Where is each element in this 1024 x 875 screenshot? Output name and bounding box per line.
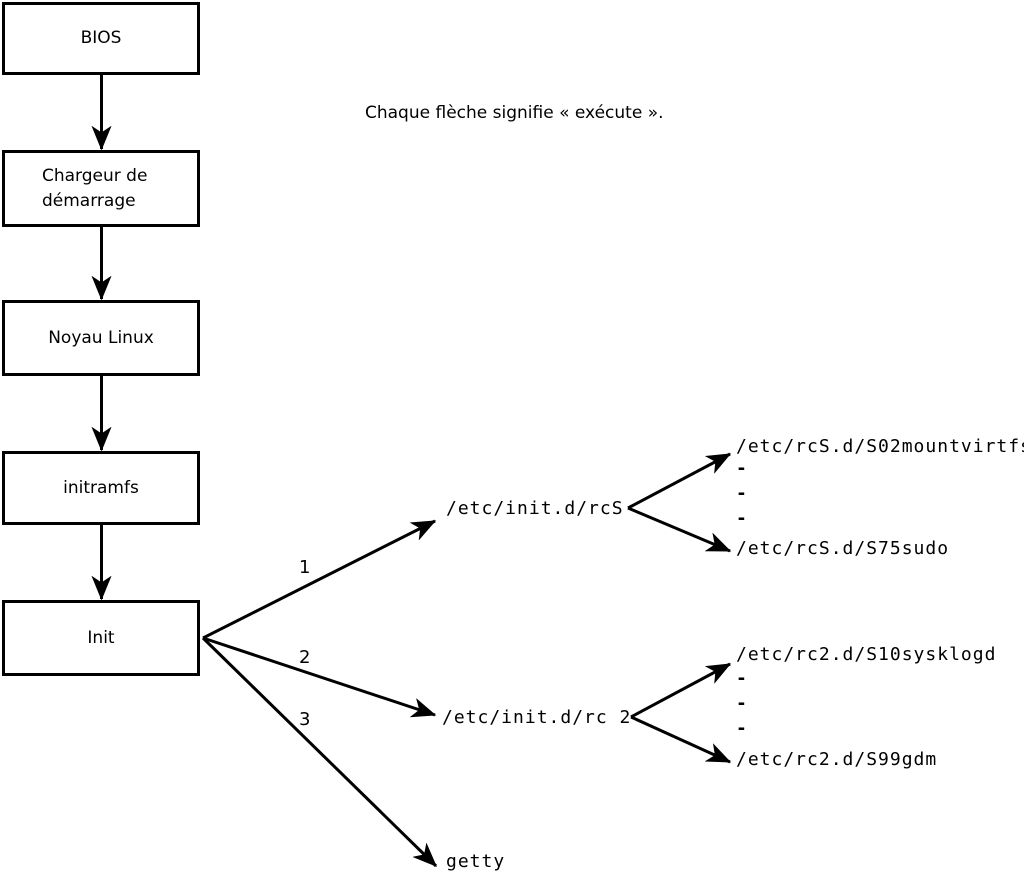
path-rc2-s10sysklogd: /etc/rc2.d/S10sysklogd <box>736 644 997 665</box>
box-kernel-label: Noyau Linux <box>48 327 154 348</box>
rcs-ellipsis-dash: - <box>736 508 747 529</box>
rc2-ellipsis-dash: - <box>736 693 747 714</box>
path-getty: getty <box>446 851 506 872</box>
rcs-ellipsis: - - - <box>736 456 747 531</box>
rcs-ellipsis-dash: - <box>736 483 747 504</box>
arrow-init-to-rcs <box>202 519 435 640</box>
branch-number-3: 3 <box>299 709 311 730</box>
arrow-init-to-rc2 <box>202 636 435 715</box>
branch-number-2: 2 <box>299 647 311 668</box>
box-bios: BIOS <box>2 2 200 75</box>
path-etc-init-d-rcs: /etc/init.d/rcS <box>446 498 624 519</box>
box-bootloader: Chargeur de démarrage <box>2 150 200 227</box>
box-init: Init <box>2 600 200 676</box>
rc2-ellipsis: - - - <box>736 666 747 741</box>
path-rc2-s99gdm: /etc/rc2.d/S99gdm <box>736 749 938 770</box>
arrow-rcs-to-s02 <box>627 452 730 510</box>
rcs-ellipsis-dash: - <box>736 458 747 479</box>
arrow-rcs-to-s75 <box>627 506 730 553</box>
note-arrow-meaning: Chaque flèche signifie « exécute ». <box>365 103 664 123</box>
branch-number-1: 1 <box>299 557 311 578</box>
rc2-ellipsis-dash: - <box>736 668 747 689</box>
arrow-rc2-to-s99 <box>630 715 730 764</box>
box-initramfs: initramfs <box>2 451 200 525</box>
box-bios-label: BIOS <box>80 28 122 48</box>
arrow-rc2-to-s10 <box>630 662 730 719</box>
box-kernel: Noyau Linux <box>2 300 200 376</box>
path-rcs-s02mountvirtfs: /etc/rcS.d/S02mountvirtfs <box>736 436 1024 457</box>
box-initramfs-label: initramfs <box>63 477 139 498</box>
rc2-ellipsis-dash: - <box>736 718 747 739</box>
path-rcs-s75sudo: /etc/rcS.d/S75sudo <box>736 538 950 559</box>
path-etc-init-d-rc2: /etc/init.d/rc 2 <box>442 707 632 728</box>
box-init-label: Init <box>87 627 115 648</box>
arrow-init-to-getty <box>201 636 438 868</box>
box-bootloader-label: Chargeur de démarrage <box>42 165 148 211</box>
